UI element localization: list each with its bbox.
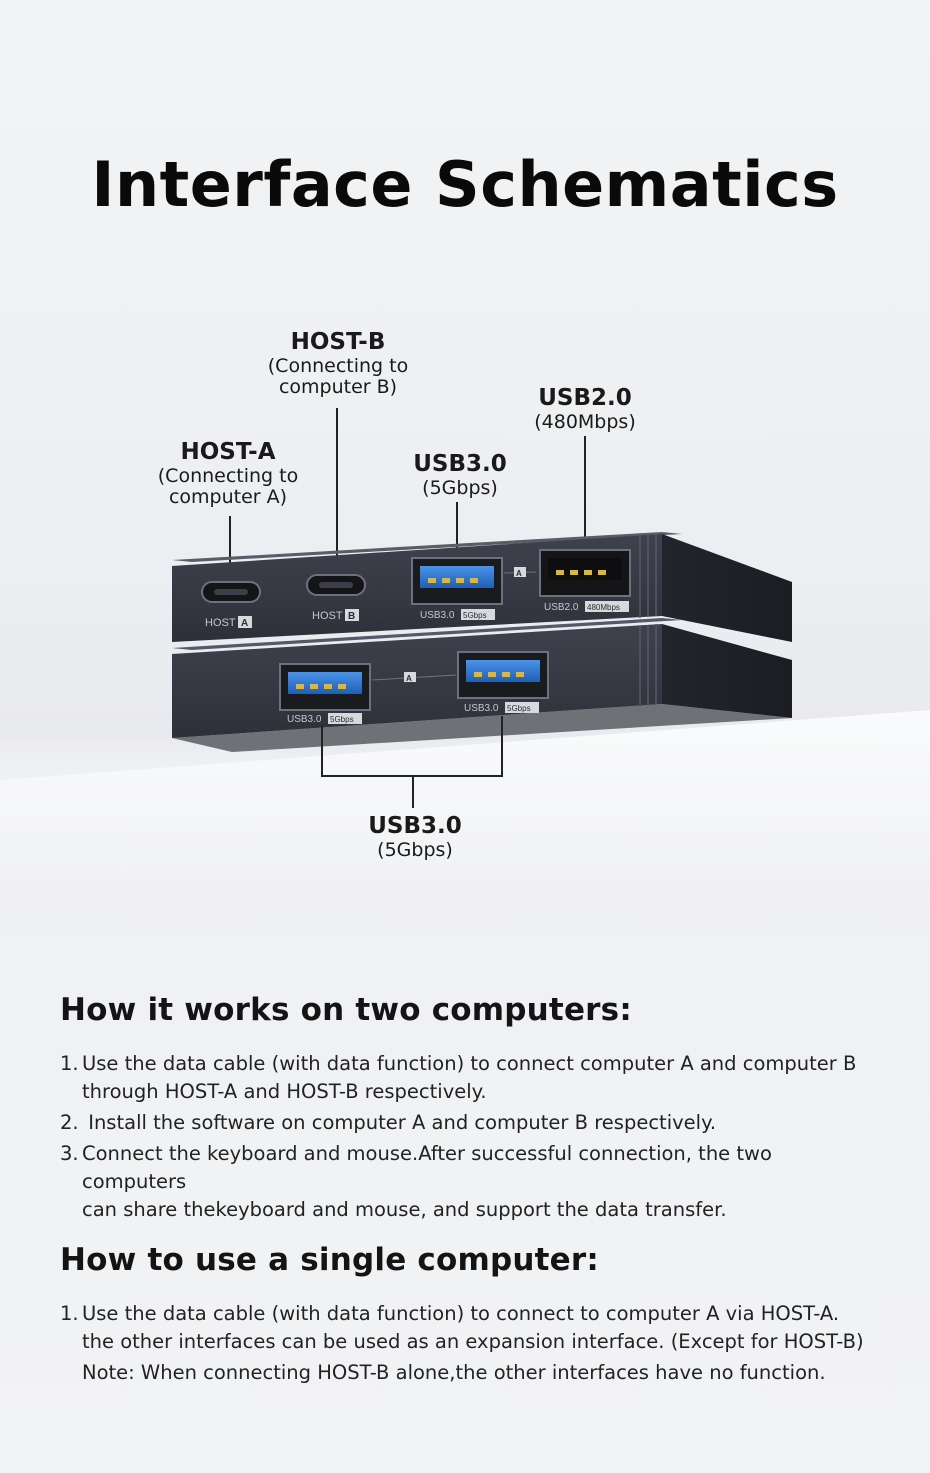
callout-host-a-sub2: computer A) [168, 486, 288, 509]
callout-usb2-title: USB2.0 [538, 385, 632, 411]
callout-host-b-sub1: (Connecting to [267, 354, 409, 377]
list-item-number: 2. [60, 1111, 79, 1134]
note-text: Note: When connecting HOST-B alone,the o… [82, 1361, 826, 1384]
list-item-line: can share thekeyboard and mouse, and sup… [82, 1198, 727, 1221]
callout-host-a-sub1: (Connecting to [157, 464, 299, 487]
label-usb3-top: USB3.0 [420, 610, 455, 621]
host-b-port-tongue [319, 582, 353, 588]
list-item-line: Use the data cable (with data function) … [82, 1052, 857, 1075]
usb-switch-device: HOST A HOST B A USB3.0 5Gbps USB2.0 480M… [172, 532, 792, 808]
bottom-unit-fins [639, 624, 657, 706]
usb2-port-insert [548, 558, 622, 580]
callout-usb3-top: USB3.0 (5Gbps) [385, 451, 535, 499]
list-item-line: Install the software on computer A and c… [82, 1111, 717, 1134]
top-unit-top-edge [172, 532, 682, 562]
list-item-number: 1. [60, 1052, 79, 1075]
callout-host-a: HOST-A (Connecting to computer A) [128, 439, 328, 509]
badge-a-bottom-bg [404, 672, 416, 682]
leader-usb3-top [456, 502, 458, 558]
section-single-computer: How to use a single computer: 1. Use the… [60, 1242, 880, 1387]
callout-host-a-title: HOST-A [180, 439, 276, 465]
list-item-line: the other interfaces can be used as an e… [82, 1330, 864, 1353]
callout-host-b-sub2: computer B) [278, 376, 398, 399]
callout-usb2-sub: (480Mbps) [534, 410, 636, 433]
section-single-computer-list: 1. Use the data cable (with data functio… [60, 1300, 880, 1356]
list-item: 3. Connect the keyboard and mouse.After … [60, 1140, 880, 1224]
badge-a-top-bg [514, 567, 526, 577]
leader-usb2 [584, 436, 586, 548]
list-item-line: through HOST-A and HOST-B respectively. [82, 1080, 487, 1103]
interface-diagram: HOST-B (Connecting to computer B) HOST-A… [0, 320, 930, 880]
usb3-top-port-insert [420, 566, 494, 588]
label-bottom-a-letter: A [406, 674, 412, 683]
host-a-port-tongue [214, 589, 248, 595]
device-shadow [172, 704, 792, 752]
leader-usb3-bottom-bracket [321, 716, 503, 808]
bottom-unit-top-edge [172, 618, 682, 650]
callout-usb3-bottom-sub: (5Gbps) [377, 838, 453, 861]
usb3-top-pins [428, 578, 478, 583]
leader-host-b [336, 408, 338, 571]
usb3-bottom-right-insert [466, 660, 540, 682]
section-single-computer-heading: How to use a single computer: [60, 1242, 599, 1278]
list-item-number: 3. [60, 1142, 79, 1165]
label-usb3-bottom-left-badge [328, 713, 362, 724]
label-usb3-top-speed: 5Gbps [463, 611, 487, 620]
label-host-b-letter: B [348, 611, 355, 622]
label-host-a: HOST [205, 617, 236, 629]
label-usb3-bottom-left-speed: 5Gbps [330, 715, 354, 724]
callout-usb3-top-sub: (5Gbps) [422, 476, 498, 499]
bottom-unit-side [662, 624, 792, 718]
label-host-a-badge [238, 616, 252, 628]
label-host-b: HOST [312, 610, 343, 622]
usb3-bottom-left-pins [296, 684, 346, 689]
top-unit-side [662, 534, 792, 642]
label-usb3-bottom-right-speed: 5Gbps [507, 704, 531, 713]
label-usb2: USB2.0 [544, 602, 579, 613]
list-item-line: Connect the keyboard and mouse.After suc… [82, 1142, 772, 1193]
section-two-computers-list: 1. Use the data cable (with data functio… [60, 1050, 880, 1224]
callout-host-b: HOST-B (Connecting to computer B) [238, 329, 438, 399]
page-title: Interface Schematics [91, 148, 839, 221]
label-usb3-bottom-right-badge [505, 702, 539, 713]
list-item-line: Use the data cable (with data function) … [82, 1302, 840, 1325]
label-top-a-letter: A [516, 569, 522, 578]
list-item: 1. Use the data cable (with data functio… [60, 1050, 880, 1106]
callout-usb3-top-title: USB3.0 [413, 451, 507, 477]
leader-host-a [229, 516, 231, 582]
callout-host-b-title: HOST-B [290, 329, 386, 355]
label-host-a-letter: A [241, 618, 248, 629]
label-usb2-speed: 480Mbps [587, 603, 620, 612]
top-unit-fins [639, 534, 657, 618]
label-host-b-badge [345, 609, 359, 621]
section-two-computers: How it works on two computers: 1. Use th… [60, 992, 880, 1227]
list-item: 2. Install the software on computer A an… [60, 1109, 880, 1137]
list-item: 1. Use the data cable (with data functio… [60, 1300, 880, 1356]
section-two-computers-heading: How it works on two computers: [60, 992, 632, 1028]
label-usb2-badge [585, 601, 629, 612]
label-usb3-bottom-left: USB3.0 [287, 714, 322, 725]
usb2-pins [556, 570, 606, 575]
callout-usb3-bottom: USB3.0 (5Gbps) [340, 813, 490, 861]
label-usb3-bottom-right: USB3.0 [464, 703, 499, 714]
callout-usb2: USB2.0 (480Mbps) [510, 385, 660, 433]
usb3-bottom-right-pins [474, 672, 524, 677]
usb3-bottom-left-insert [288, 672, 362, 694]
callout-usb3-bottom-title: USB3.0 [368, 813, 462, 839]
list-item-number: 1. [60, 1302, 79, 1325]
label-usb3-top-badge [461, 609, 495, 620]
